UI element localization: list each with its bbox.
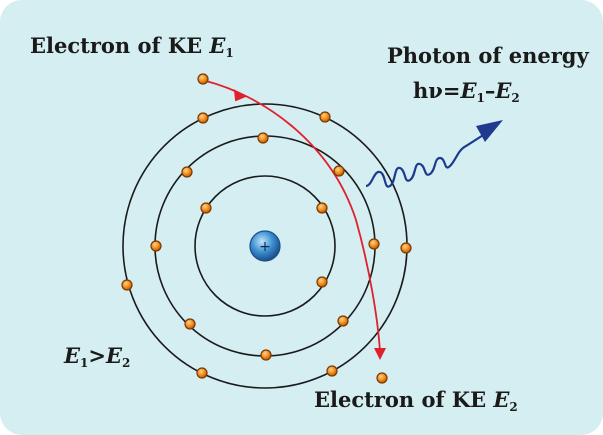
outgoing-var: E (493, 387, 509, 412)
photon-wave (366, 132, 488, 187)
electron (258, 133, 268, 143)
electron (401, 243, 411, 253)
electron (185, 319, 195, 329)
electron (201, 203, 211, 213)
path-arrowhead-bottom (374, 348, 386, 360)
electron (327, 366, 337, 376)
photon-label-line1: Photon of energy (387, 45, 589, 66)
outgoing-electron-label: Electron of KE E2 (314, 389, 518, 413)
photon-minus: – (485, 78, 496, 103)
ineq-e1: E (64, 343, 80, 368)
photon-arrowhead (476, 120, 503, 142)
electron (151, 241, 161, 251)
outgoing-sub: 2 (509, 400, 517, 414)
electron (334, 166, 344, 176)
photon-e1: E (460, 78, 476, 103)
incoming-electron-label: Electron of KE E1 (30, 35, 234, 59)
electron (317, 277, 327, 287)
outgoing-electron (377, 373, 387, 383)
electron (320, 112, 330, 122)
incoming-sub: 1 (225, 46, 233, 60)
electron (338, 316, 348, 326)
electron (369, 239, 379, 249)
ineq-gt: > (88, 343, 106, 368)
photon-e2-sub: 2 (511, 91, 519, 105)
electron (317, 203, 327, 213)
outgoing-text: Electron of KE (314, 387, 493, 412)
energy-inequality: E1>E2 (64, 345, 130, 369)
photon-label-line2: hν=E1–E2 (413, 80, 520, 104)
electron (198, 113, 208, 123)
electron (122, 280, 132, 290)
nucleus-sign: + (259, 239, 271, 255)
electron (197, 368, 207, 378)
photon-e2: E (495, 78, 511, 103)
electron (182, 167, 192, 177)
electron (261, 350, 271, 360)
incoming-var: E (209, 33, 225, 58)
photon-hv: hν= (413, 78, 460, 103)
incoming-electron (198, 74, 208, 84)
ineq-e2: E (106, 343, 122, 368)
photon-e1-sub: 1 (476, 91, 484, 105)
incoming-text: Electron of KE (30, 33, 209, 58)
ineq-e2-sub: 2 (122, 356, 130, 370)
